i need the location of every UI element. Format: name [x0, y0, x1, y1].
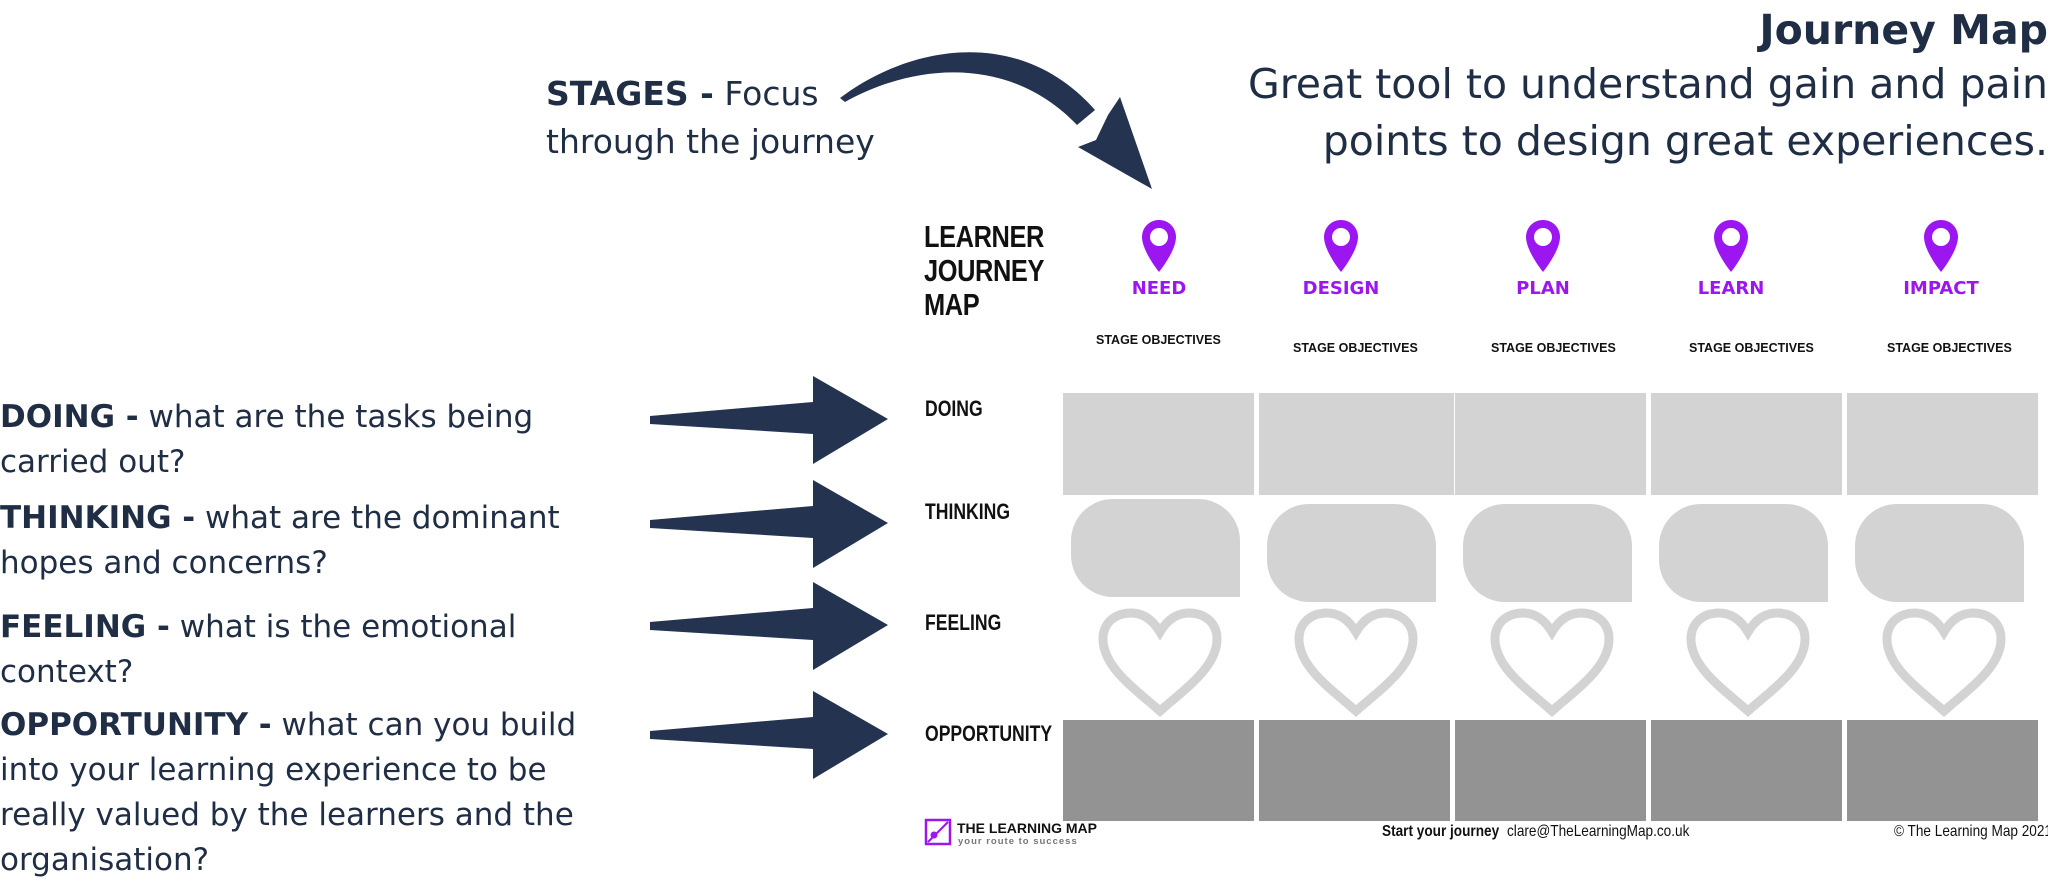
arrow-right-icon [650, 376, 888, 464]
stage-label-learn: LEARN [1697, 278, 1765, 299]
stage-label-need: NEED [1131, 278, 1187, 299]
map-title-line-2: JOURNEY [924, 253, 1045, 288]
copyright-icon: © [1894, 823, 1905, 840]
start-journey-label: Start your journey [1382, 823, 1500, 840]
stage-design: DESIGN [1281, 218, 1401, 299]
note-opportunity: OPPORTUNITY - what can you build into yo… [0, 703, 640, 883]
opportunity-cell-learn [1651, 720, 1842, 821]
arrow-right-icon [650, 582, 888, 670]
note-opportunity-text: what can you build into your learning ex… [0, 707, 577, 878]
note-thinking: THINKING - what are the dominant hopes a… [0, 496, 640, 586]
stage-need: NEED [1099, 218, 1219, 299]
location-pin-icon [1714, 220, 1748, 272]
location-pin-icon [1324, 220, 1358, 272]
location-pin-icon [1526, 220, 1560, 272]
map-title-line-1: LEARNER [924, 219, 1045, 254]
opportunity-cell-design [1259, 720, 1450, 821]
heart-outline-icon [1098, 608, 1222, 717]
email-link[interactable]: clare@TheLearningMap.co.uk [1507, 823, 1690, 840]
copyright: © The Learning Map 2021 [1894, 823, 2048, 841]
stage-objectives-learn: STAGE OBJECTIVES [1689, 341, 1814, 355]
arrow-right-icon [650, 480, 888, 568]
map-title-line-3: MAP [924, 287, 980, 322]
stage-learn: LEARN [1671, 218, 1791, 299]
note-feeling-text: what is the emotional context? [0, 609, 517, 690]
location-pin-icon [1924, 220, 1958, 272]
row-label-doing: DOING [925, 396, 983, 421]
map-logo-icon [924, 818, 952, 846]
copyright-text: The Learning Map 2021 [1907, 823, 2048, 840]
heart-outline-icon [1686, 608, 1810, 717]
header: Journey Map Great tool to understand gai… [1148, 2, 2048, 170]
stages-note-text: Focus through the journey [546, 74, 875, 161]
location-pin-icon [1142, 220, 1176, 272]
note-doing: DOING - what are the tasks being carried… [0, 395, 640, 485]
opportunity-cell-impact [1847, 720, 2038, 821]
stage-objectives-impact: STAGE OBJECTIVES [1887, 341, 2012, 355]
doing-cell-learn [1651, 393, 1842, 495]
doing-cell-design [1259, 393, 1454, 495]
stage-label-plan: PLAN [1516, 278, 1570, 299]
subtitle-line-1: Great tool to understand gain and pain [1248, 60, 2048, 108]
note-feeling-bold: FEELING - [0, 609, 170, 645]
heart-outline-icon [1490, 608, 1614, 717]
doing-cell-plan [1455, 393, 1646, 495]
stage-impact: IMPACT [1881, 218, 2001, 299]
note-doing-bold: DOING - [0, 399, 139, 435]
speech-bubble-icon [1855, 504, 2024, 602]
logo-name: THE LEARNING MAP [957, 820, 1097, 836]
subtitle-line-2: points to design great experiences. [1322, 117, 2048, 165]
speech-bubble-icon [1659, 504, 1828, 602]
stage-label-design: DESIGN [1302, 278, 1380, 299]
stage-objectives-design: STAGE OBJECTIVES [1293, 341, 1418, 355]
doing-cell-impact [1847, 393, 2038, 495]
page-title: Journey Map [1759, 6, 2048, 54]
speech-bubble-icon [1463, 504, 1632, 602]
speech-bubble-icon [1071, 499, 1240, 597]
logo-tagline: your route to success [958, 836, 1078, 847]
doing-cell-need [1063, 393, 1254, 495]
row-label-thinking: THINKING [925, 499, 1011, 524]
opportunity-cell-plan [1455, 720, 1646, 821]
note-thinking-bold: THINKING - [0, 500, 196, 536]
arrow-right-icon [650, 691, 888, 779]
learner-journey-map-title: LEARNER JOURNEY MAP [924, 220, 1044, 322]
stages-note: STAGES - Focus through the journey [546, 70, 906, 166]
page-subtitle: Great tool to understand gain and pain p… [1148, 56, 2048, 170]
note-opportunity-bold: OPPORTUNITY - [0, 707, 272, 743]
heart-outline-icon [1882, 608, 2006, 717]
stage-plan: PLAN [1483, 218, 1603, 299]
note-feeling: FEELING - what is the emotional context? [0, 605, 640, 695]
speech-bubble-icon [1267, 504, 1436, 602]
heart-outline-icon [1294, 608, 1418, 717]
row-label-opportunity: OPPORTUNITY [925, 721, 1053, 746]
note-doing-text: what are the tasks being carried out? [0, 399, 534, 480]
stage-objectives-plan: STAGE OBJECTIVES [1491, 341, 1616, 355]
curved-arrow-icon [840, 52, 1152, 189]
opportunity-cell-need [1063, 720, 1254, 821]
stage-label-impact: IMPACT [1903, 278, 1979, 299]
note-thinking-text: what are the dominant hopes and concerns… [0, 500, 560, 581]
stages-note-bold: STAGES - [546, 74, 714, 113]
stage-objectives-need: STAGE OBJECTIVES [1096, 333, 1221, 347]
row-label-feeling: FEELING [925, 610, 1002, 635]
